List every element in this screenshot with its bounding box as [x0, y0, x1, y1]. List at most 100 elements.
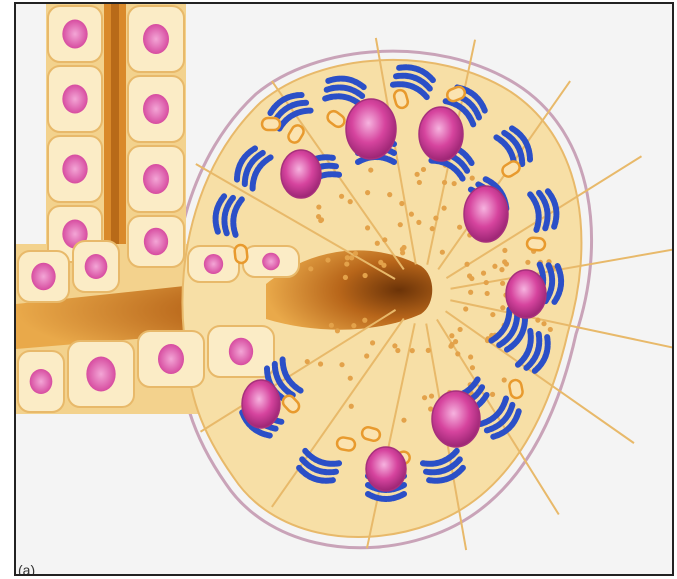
- duct-nucleus-icon: [62, 85, 87, 114]
- secretory-granule-icon: [364, 353, 369, 358]
- secretory-granule-icon: [468, 354, 473, 359]
- nucleus-icon: [419, 107, 463, 161]
- secretory-granule-icon: [410, 348, 415, 353]
- mitochondrion-icon: [336, 437, 356, 452]
- duct-nucleus-icon: [229, 338, 253, 366]
- secretory-granule-icon: [453, 339, 458, 344]
- secretory-granule-icon: [448, 344, 453, 349]
- duct-nucleus-icon: [143, 164, 169, 194]
- secretory-granule-icon: [395, 348, 400, 353]
- secretory-granule-icon: [429, 393, 434, 398]
- mitochondrion-icon: [508, 379, 523, 399]
- secretory-granule-icon: [375, 241, 380, 246]
- duct-nucleus-icon: [158, 344, 184, 374]
- secretory-granule-icon: [325, 257, 330, 262]
- secretory-granule-icon: [442, 206, 447, 211]
- secretory-granule-icon: [305, 359, 310, 364]
- secretory-granule-icon: [449, 333, 454, 338]
- duct-nucleus-icon: [30, 369, 53, 394]
- secretory-granule-icon: [430, 226, 435, 231]
- secretory-granule-icon: [416, 220, 421, 225]
- nucleus-icon: [242, 380, 280, 428]
- secretory-granule-icon: [548, 327, 553, 332]
- secretory-granule-icon: [525, 260, 530, 265]
- nucleus-icon: [366, 447, 406, 491]
- duct-nucleus-icon: [31, 263, 55, 291]
- secretory-granule-icon: [365, 225, 370, 230]
- secretory-granule-icon: [463, 306, 468, 311]
- secretory-granule-icon: [500, 281, 505, 286]
- secretory-granule-icon: [481, 271, 486, 276]
- secretory-granule-icon: [348, 199, 353, 204]
- secretory-granule-icon: [433, 216, 438, 221]
- secretory-granule-icon: [440, 250, 445, 255]
- secretory-granule-icon: [468, 290, 473, 295]
- secretory-granule-icon: [499, 267, 504, 272]
- secretory-granule-icon: [343, 275, 348, 280]
- duct-nucleus-icon: [85, 254, 108, 279]
- secretory-granule-icon: [365, 190, 370, 195]
- secretory-granule-icon: [422, 395, 427, 400]
- mitochondrion-icon: [527, 237, 546, 251]
- secretory-granule-icon: [344, 261, 349, 266]
- secretory-granule-icon: [490, 312, 495, 317]
- nucleus-icon: [432, 391, 480, 447]
- nucleus-icon: [281, 150, 321, 198]
- secretory-granule-icon: [399, 201, 404, 206]
- secretory-granule-icon: [362, 318, 367, 323]
- secretory-granule-icon: [329, 323, 334, 328]
- mitochondrion-icon: [234, 244, 248, 263]
- secretory-granule-icon: [467, 273, 472, 278]
- secretory-granule-icon: [335, 328, 340, 333]
- figure-corner-label: (a): [18, 562, 35, 576]
- secretory-granule-icon: [421, 167, 426, 172]
- secretory-granule-icon: [470, 176, 475, 181]
- secretory-granule-icon: [442, 180, 447, 185]
- secretory-granule-icon: [318, 361, 323, 366]
- secretory-granule-icon: [458, 327, 463, 332]
- secretory-granule-icon: [400, 250, 405, 255]
- secretory-granule-icon: [339, 194, 344, 199]
- secretory-granule-icon: [339, 362, 344, 367]
- duct-nucleus-icon: [143, 94, 169, 124]
- secretory-granule-icon: [426, 348, 431, 353]
- secretory-granule-icon: [470, 365, 475, 370]
- secretory-granule-icon: [415, 172, 420, 177]
- secretory-granule-icon: [535, 318, 540, 323]
- secretory-granule-icon: [502, 248, 507, 253]
- secretory-granule-icon: [492, 264, 497, 269]
- secretory-granule-icon: [409, 212, 414, 217]
- gland-illustration: [16, 4, 674, 576]
- secretory-granule-icon: [417, 180, 422, 185]
- nucleus-icon: [346, 99, 396, 159]
- mitochondrion-icon: [262, 118, 280, 130]
- duct-nucleus-icon: [144, 228, 168, 256]
- secretory-granule-icon: [370, 340, 375, 345]
- secretory-granule-icon: [500, 305, 505, 310]
- secretory-granule-icon: [401, 418, 406, 423]
- secretory-granule-icon: [316, 204, 321, 209]
- secretory-granule-icon: [490, 392, 495, 397]
- secretory-granule-icon: [455, 351, 460, 356]
- duct-nucleus-icon: [62, 155, 87, 184]
- secretory-granule-icon: [382, 237, 387, 242]
- secretory-granule-icon: [485, 291, 490, 296]
- secretory-granule-icon: [457, 225, 462, 230]
- secretory-granule-icon: [387, 192, 392, 197]
- secretory-granule-icon: [348, 376, 353, 381]
- secretory-granule-icon: [502, 259, 507, 264]
- figure-frame: (a): [14, 2, 674, 576]
- secretory-granule-icon: [502, 377, 507, 382]
- secretory-granule-icon: [464, 262, 469, 267]
- secretory-granule-icon: [541, 321, 546, 326]
- secretory-granule-icon: [484, 280, 489, 285]
- secretory-granule-icon: [351, 323, 356, 328]
- secretory-granule-icon: [349, 255, 354, 260]
- duct-nucleus-icon: [62, 20, 87, 49]
- secretory-granule-icon: [353, 251, 358, 256]
- secretory-granule-icon: [362, 273, 367, 278]
- secretory-granule-icon: [452, 181, 457, 186]
- duct-nucleus-icon: [86, 357, 115, 392]
- secretory-granule-icon: [308, 266, 313, 271]
- secretory-granule-icon: [398, 222, 403, 227]
